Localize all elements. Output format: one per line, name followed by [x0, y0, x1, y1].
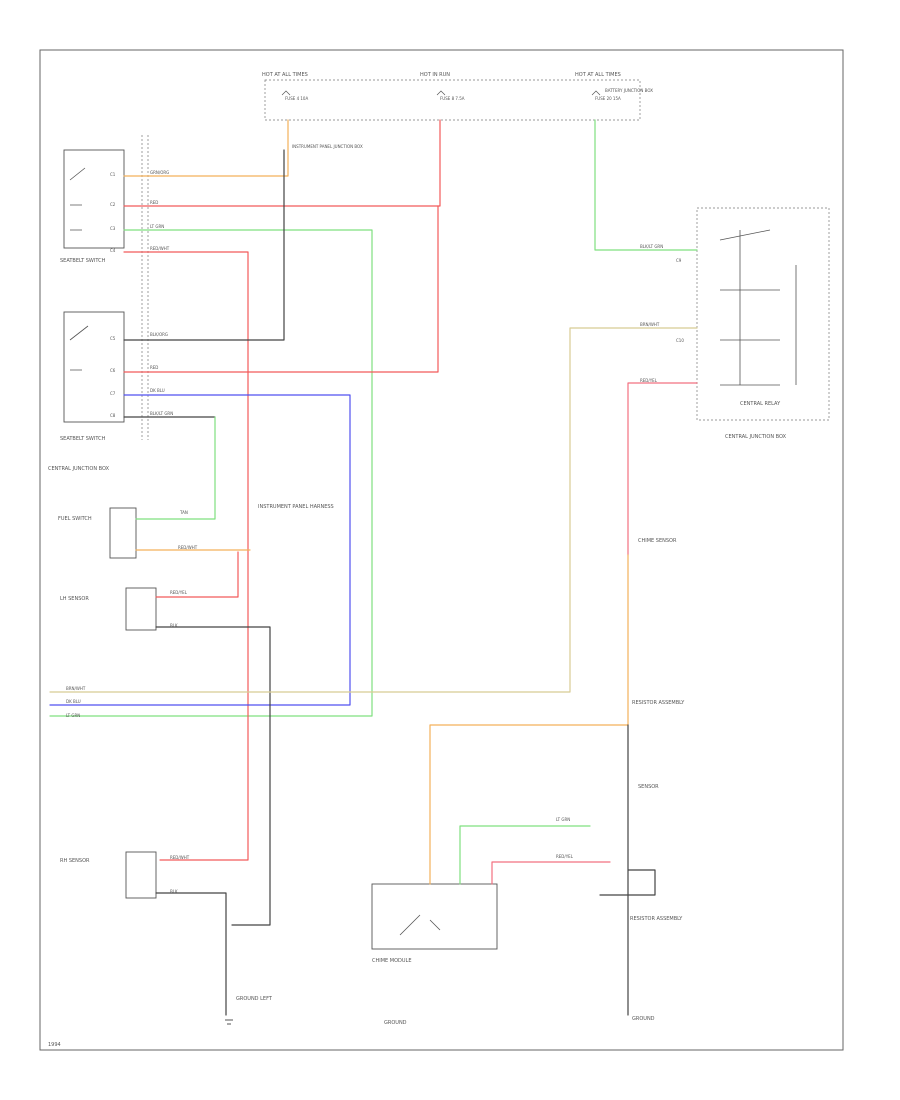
wire-label: BLK: [170, 889, 178, 894]
label-instrument-panel-junction-box: INSTRUMENT PANEL JUNCTION BOX: [292, 144, 363, 149]
wire-label: RED/YEL: [556, 854, 574, 859]
wire-label: LT GRN: [556, 817, 570, 822]
lh-sensor: LH SENSOR: [60, 587, 157, 631]
label-sensor-lower: SENSOR: [638, 784, 659, 790]
switch-upper: SEATBELT SWITCH: [60, 149, 125, 264]
wire-label: RED/YEL: [170, 590, 188, 595]
pin-label: C4: [110, 248, 116, 253]
wire-red-yellow-lh: [155, 551, 239, 598]
label-hot-in-run: HOT IN RUN: [420, 72, 450, 78]
switch-lower: SEATBELT SWITCH CENTRAL JUNCTION BOX: [48, 311, 125, 472]
wire-label: RED/WHT: [150, 246, 170, 251]
wire-label: BLK: [170, 623, 178, 628]
label-resistor-upper: RESISTOR ASSEMBLY: [632, 700, 685, 706]
diagram-frame: [39, 49, 844, 1051]
label-central-relay: CENTRAL RELAY: [740, 401, 781, 407]
wire-green-right: [594, 119, 698, 251]
label-central-junction-box-right: CENTRAL JUNCTION BOX: [725, 434, 787, 440]
pin-label: C2: [110, 202, 116, 207]
wire-green-chime: [459, 825, 591, 885]
wire-label: BLK/LT GRN: [150, 411, 173, 416]
wire-label: RED: [150, 365, 158, 370]
label-hot-at-all-times-right: HOT AT ALL TIMES: [575, 72, 621, 78]
pin-label: C9: [676, 258, 682, 263]
pin-label: C10: [676, 338, 684, 343]
wire-black-right: [599, 724, 656, 1016]
wires: [49, 119, 698, 1016]
pin-labels: C1 C2 C3 C4 C5 C6 C7 C8 C9 C10: [110, 172, 684, 418]
label-fuse-right: FUSE 20 15A: [595, 96, 621, 101]
wire-label: BRN/WHT: [66, 686, 86, 691]
label-fuel-switch: FUEL SWITCH: [58, 516, 92, 522]
label-chime-module: CHIME MODULE: [372, 958, 412, 964]
central-relay: CENTRAL RELAY CENTRAL JUNCTION BOX: [696, 207, 830, 440]
wire-red-white: [123, 251, 249, 861]
chime-module: CHIME MODULE GROUND: [371, 883, 498, 1026]
wire-red-mid: [123, 205, 439, 373]
wire-label: RED/WHT: [178, 545, 198, 550]
pin-label: C5: [110, 336, 116, 341]
wire-label: RED/YEL: [640, 378, 658, 383]
label-instrument-harness: INSTRUMENT PANEL HARNESS: [258, 504, 334, 510]
pin-label: C3: [110, 226, 116, 231]
wire-black-orange: [123, 149, 285, 341]
wire-green-short: [135, 416, 216, 520]
wire-label: GRN/ORG: [150, 170, 169, 175]
fuse-symbols: [281, 90, 601, 96]
wire-label: RED/WHT: [170, 855, 190, 860]
wire-label: DK BLU: [150, 388, 165, 393]
wire-tan: [49, 327, 698, 693]
footer-code: 1994: [48, 1042, 61, 1048]
fuse-panel: HOT AT ALL TIMES HOT IN RUN HOT AT ALL T…: [262, 72, 653, 149]
wire-green-long: [49, 229, 373, 717]
label-fuse-left: FUSE 4 10A: [285, 96, 308, 101]
label-ground-left: GROUND LEFT: [236, 996, 273, 1002]
ground-left: GROUND LEFT: [225, 996, 273, 1025]
label-central-junction-box-left: CENTRAL JUNCTION BOX: [48, 466, 110, 472]
wire-red-chime: [491, 861, 611, 885]
label-switch-lower: SEATBELT SWITCH: [60, 436, 106, 442]
wire-blue: [49, 394, 351, 706]
label-hot-at-all-times-left: HOT AT ALL TIMES: [262, 72, 308, 78]
wire-label: BLK/ORG: [150, 332, 168, 337]
wire-orange-top: [123, 119, 289, 177]
wire-label: BLK/LT GRN: [640, 244, 663, 249]
pin-label: C1: [110, 172, 116, 177]
wire-label: DK BLU: [66, 699, 81, 704]
label-rh-sensor-lower: RH SENSOR: [60, 858, 90, 864]
wire-label: TAN: [179, 510, 188, 515]
wire-label: LT GRN: [66, 713, 80, 718]
pin-label: C7: [110, 391, 116, 396]
wire-label: RED: [150, 200, 158, 205]
label-battery-junction-box: BATTERY JUNCTION BOX: [605, 88, 653, 93]
wire-label: BRN/WHT: [640, 322, 660, 327]
rh-sensor: RH SENSOR: [60, 851, 157, 899]
fuel-switch: FUEL SWITCH: [58, 507, 137, 559]
wire-labels: GRN/ORG RED LT GRN RED/WHT BLK/ORG RED D…: [66, 170, 663, 894]
pin-label: C6: [110, 368, 116, 373]
wire-red-top: [123, 119, 441, 207]
label-fuse-mid: FUSE 8 7.5A: [440, 96, 465, 101]
wire-black-rh: [155, 892, 227, 1016]
wire-pink-right: [627, 382, 698, 556]
label-ground-right: GROUND: [632, 1016, 655, 1022]
label-ground-center: GROUND: [384, 1020, 407, 1026]
label-resistor-lower: RESISTOR ASSEMBLY: [630, 916, 683, 922]
label-lh-sensor-upper: LH SENSOR: [60, 596, 89, 602]
wire-label: LT GRN: [150, 224, 164, 229]
pin-label: C8: [110, 413, 116, 418]
wire-orange-right: [429, 554, 629, 885]
wire-black-lh: [155, 626, 271, 926]
label-switch-upper: SEATBELT SWITCH: [60, 258, 106, 264]
label-chime-sensor: CHIME SENSOR: [638, 538, 677, 544]
